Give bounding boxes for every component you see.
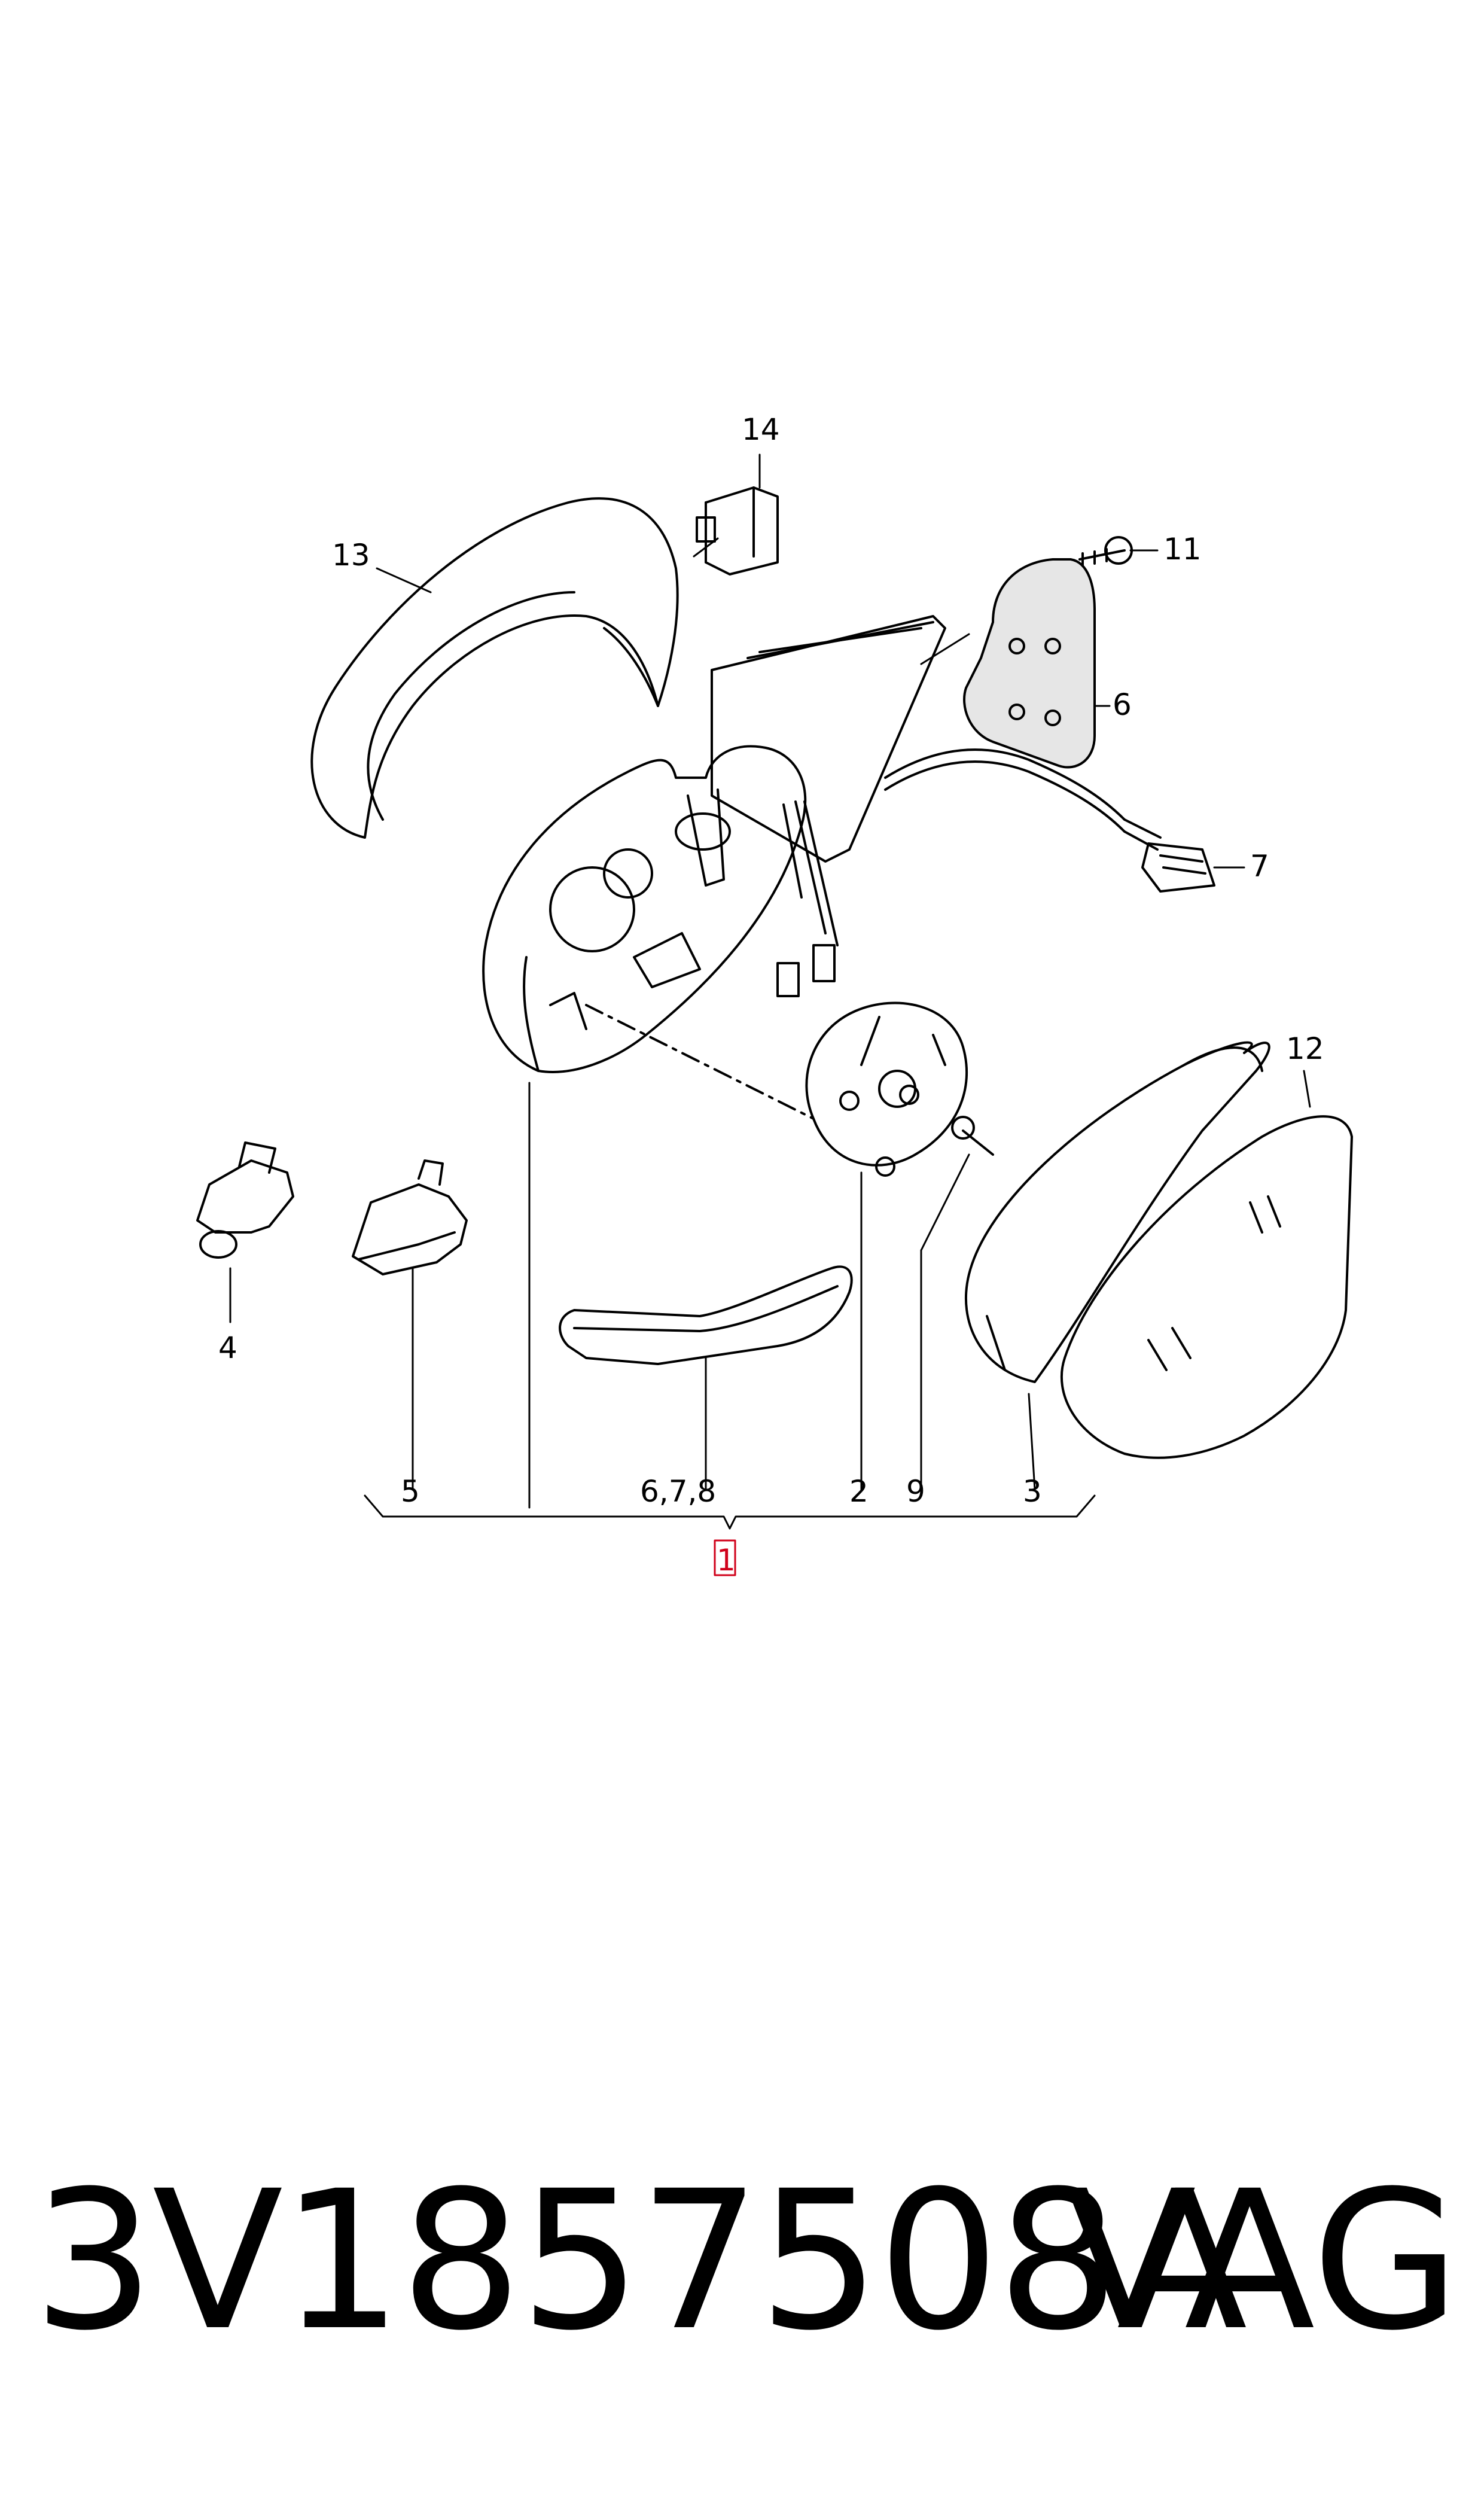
module-14 bbox=[696, 486, 779, 576]
callout-14: 14 bbox=[742, 412, 780, 447]
callout-7: 7 bbox=[1250, 849, 1269, 884]
screw-11 bbox=[1078, 536, 1133, 567]
mirror-cap-cover bbox=[310, 497, 679, 839]
callout-1: 1 bbox=[717, 1543, 736, 1578]
callout-3: 3 bbox=[1023, 1474, 1042, 1509]
adjusting-unit-2 bbox=[805, 1001, 968, 1177]
leader-lines bbox=[229, 453, 1311, 1530]
mirror-glass-carrier-3 bbox=[964, 1041, 1270, 1383]
wiring-harness bbox=[884, 748, 1162, 851]
part-number: 3V1857508A bbox=[33, 2150, 1248, 2373]
turn-signal-lens bbox=[559, 1265, 853, 1365]
callout-12: 12 bbox=[1286, 1031, 1324, 1066]
base-plate bbox=[711, 615, 946, 863]
callout-6-7-8: 6,7,8 bbox=[640, 1474, 716, 1509]
connector-7 bbox=[1141, 842, 1215, 893]
callout-4: 4 bbox=[218, 1330, 237, 1365]
callout-9: 9 bbox=[906, 1474, 925, 1509]
callout-13: 13 bbox=[332, 538, 370, 573]
alignment-line bbox=[585, 1004, 815, 1120]
mirror-housing bbox=[482, 745, 839, 1073]
callout-2: 2 bbox=[849, 1474, 869, 1509]
mirror-glass-12 bbox=[1060, 1115, 1353, 1459]
brand-name: VAG bbox=[1065, 2150, 1460, 2373]
callout-1-box bbox=[714, 1539, 736, 1576]
exploded-parts-diagram: 13 14 11 6 7 12 4 5 6,7,8 2 9 3 1 bbox=[196, 412, 1353, 1578]
callout-11: 11 bbox=[1163, 532, 1202, 567]
callout-5: 5 bbox=[401, 1474, 420, 1509]
screw-9 bbox=[951, 1116, 994, 1156]
callout-6: 6 bbox=[1113, 687, 1132, 722]
heating-pad-6 bbox=[963, 558, 1096, 769]
sensor-4 bbox=[196, 1141, 294, 1259]
lamp-5 bbox=[352, 1159, 468, 1275]
